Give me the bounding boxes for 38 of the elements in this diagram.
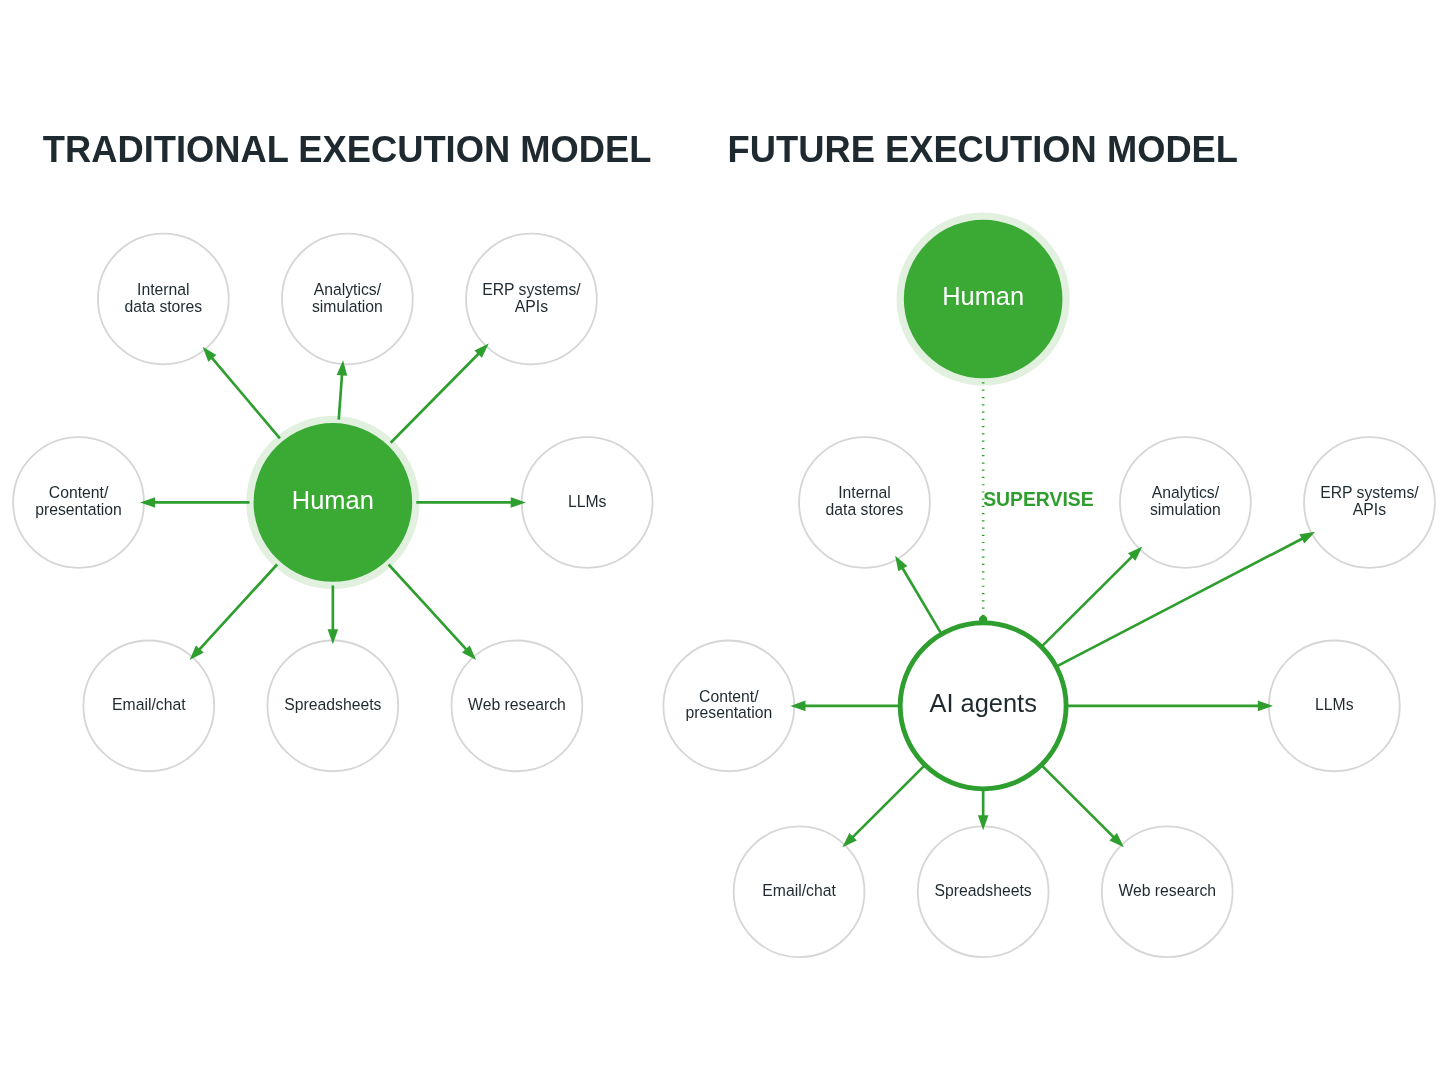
arrow <box>1066 700 1273 712</box>
label: TRADITIONAL EXECUTION MODEL <box>42 128 652 170</box>
node-circle: LLMs <box>1268 639 1401 773</box>
arrow <box>416 497 526 508</box>
node-circle: Email/chat <box>732 825 866 959</box>
node-circle: Human <box>246 415 420 589</box>
node-circle: Email/chat <box>82 639 216 773</box>
node-circle: Content/ presentation <box>662 639 796 773</box>
arrow <box>1040 546 1143 648</box>
node-circle: ERP systems/ APIs <box>465 232 598 366</box>
arrow <box>387 563 477 661</box>
node-circle: Web research <box>450 639 584 773</box>
arrow <box>1055 531 1316 668</box>
node-circle: Web research <box>1100 825 1234 959</box>
arrow <box>202 346 281 440</box>
arrow <box>977 789 989 831</box>
node-circle: Spreadsheets <box>266 639 400 773</box>
node-circle: Analytics/ simulation <box>281 232 414 366</box>
arrow <box>1040 764 1124 848</box>
node-circle: Internal data stores <box>97 232 230 366</box>
node-circle: Content/ presentation <box>12 436 145 569</box>
arrow <box>790 700 900 712</box>
node-circle: Spreadsheets <box>916 825 1050 959</box>
node-circle: LLMs <box>520 436 654 569</box>
label: FUTURE EXECUTION MODEL <box>727 128 1239 170</box>
node-circle: Human <box>896 212 1070 386</box>
node-circle: Internal data stores <box>798 436 931 569</box>
arrow <box>389 343 489 444</box>
node-circle: ERP systems/ APIs <box>1303 436 1436 569</box>
arrow <box>842 764 926 848</box>
node-circle: Analytics/ simulation <box>1119 436 1252 569</box>
arrow <box>189 563 279 661</box>
arrow <box>327 585 339 645</box>
edge-label: SUPERVISE <box>983 487 1094 510</box>
node-circle: AI agents <box>897 620 1069 792</box>
arrow <box>336 360 348 420</box>
arrow <box>140 497 250 508</box>
arrow <box>895 555 943 635</box>
